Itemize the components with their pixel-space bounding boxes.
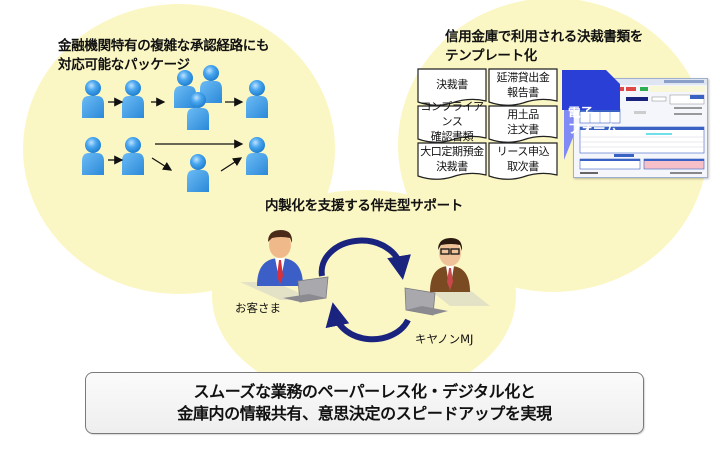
approval-heading-line1: 金融機関特有の複雑な承認経路にも bbox=[58, 38, 270, 54]
summary-box: スムーズな業務のペーパーレス化・デジタル化と 金庫内の情報共有、意思決定のスピー… bbox=[85, 372, 644, 434]
document-label: 決裁書 bbox=[436, 78, 468, 91]
approver-person-icon bbox=[246, 137, 268, 175]
support-heading: 内製化を支援する伴走型サポート bbox=[265, 198, 463, 214]
circular-arrow-icon bbox=[318, 237, 411, 280]
document-icon: 大口定期預金 決裁書 bbox=[417, 142, 487, 181]
document-label: 大口定期預金 決裁書 bbox=[420, 144, 484, 173]
customer-label: お客さま bbox=[235, 301, 281, 315]
customer-laptop-icon bbox=[283, 276, 329, 303]
vendor-label: キヤノンMJ bbox=[415, 332, 474, 346]
flow-arrow bbox=[220, 157, 243, 172]
approver-person-icon bbox=[187, 154, 209, 192]
electronic-form-tag: 電子 フォーム bbox=[562, 70, 622, 136]
approver-person-icon bbox=[82, 137, 104, 175]
document-label: リース申込 取次書 bbox=[496, 144, 550, 173]
vendor-person-icon bbox=[430, 238, 490, 306]
vendor-laptop-icon bbox=[404, 287, 448, 316]
document-icon: 用土品 注文書 bbox=[488, 105, 558, 144]
document-icon: 延滞貸出金 報告書 bbox=[488, 68, 558, 107]
approval-heading: 金融機関特有の複雑な承認経路にも 対応可能なパッケージ bbox=[58, 37, 270, 75]
approver-person-icon bbox=[122, 80, 144, 118]
summary-line2: 金庫内の情報共有、意思決定のスピードアップを実現 bbox=[177, 404, 552, 423]
template-heading-line1: 信用金庫で利用される決裁書類を bbox=[445, 29, 643, 45]
document-label: コンプライアンス 確認書類 bbox=[420, 100, 484, 143]
approver-person-icon bbox=[122, 137, 144, 175]
approver-person-icon bbox=[246, 80, 268, 118]
customer-person-icon bbox=[240, 230, 315, 300]
flow-arrow bbox=[151, 157, 173, 171]
approver-person-icon bbox=[82, 80, 104, 118]
template-heading-line2: テンプレート化 bbox=[445, 48, 537, 64]
electronic-form-tag-label: 電子 フォーム bbox=[568, 105, 618, 136]
summary-line1: スムーズな業務のペーパーレス化・デジタル化と bbox=[193, 382, 536, 401]
document-icon: 決裁書 bbox=[417, 68, 487, 107]
form-preview-graphic bbox=[574, 79, 707, 174]
document-label: 延滞貸出金 報告書 bbox=[496, 70, 550, 99]
template-heading: 信用金庫で利用される決裁書類を テンプレート化 bbox=[445, 28, 643, 66]
circular-arrow-icon bbox=[325, 302, 411, 343]
document-icon: コンプライアンス 確認書類 bbox=[417, 100, 487, 144]
approval-heading-line2: 対応可能なパッケージ bbox=[58, 57, 190, 73]
document-icon: リース申込 取次書 bbox=[488, 142, 558, 181]
document-label: 用土品 注文書 bbox=[507, 107, 539, 136]
